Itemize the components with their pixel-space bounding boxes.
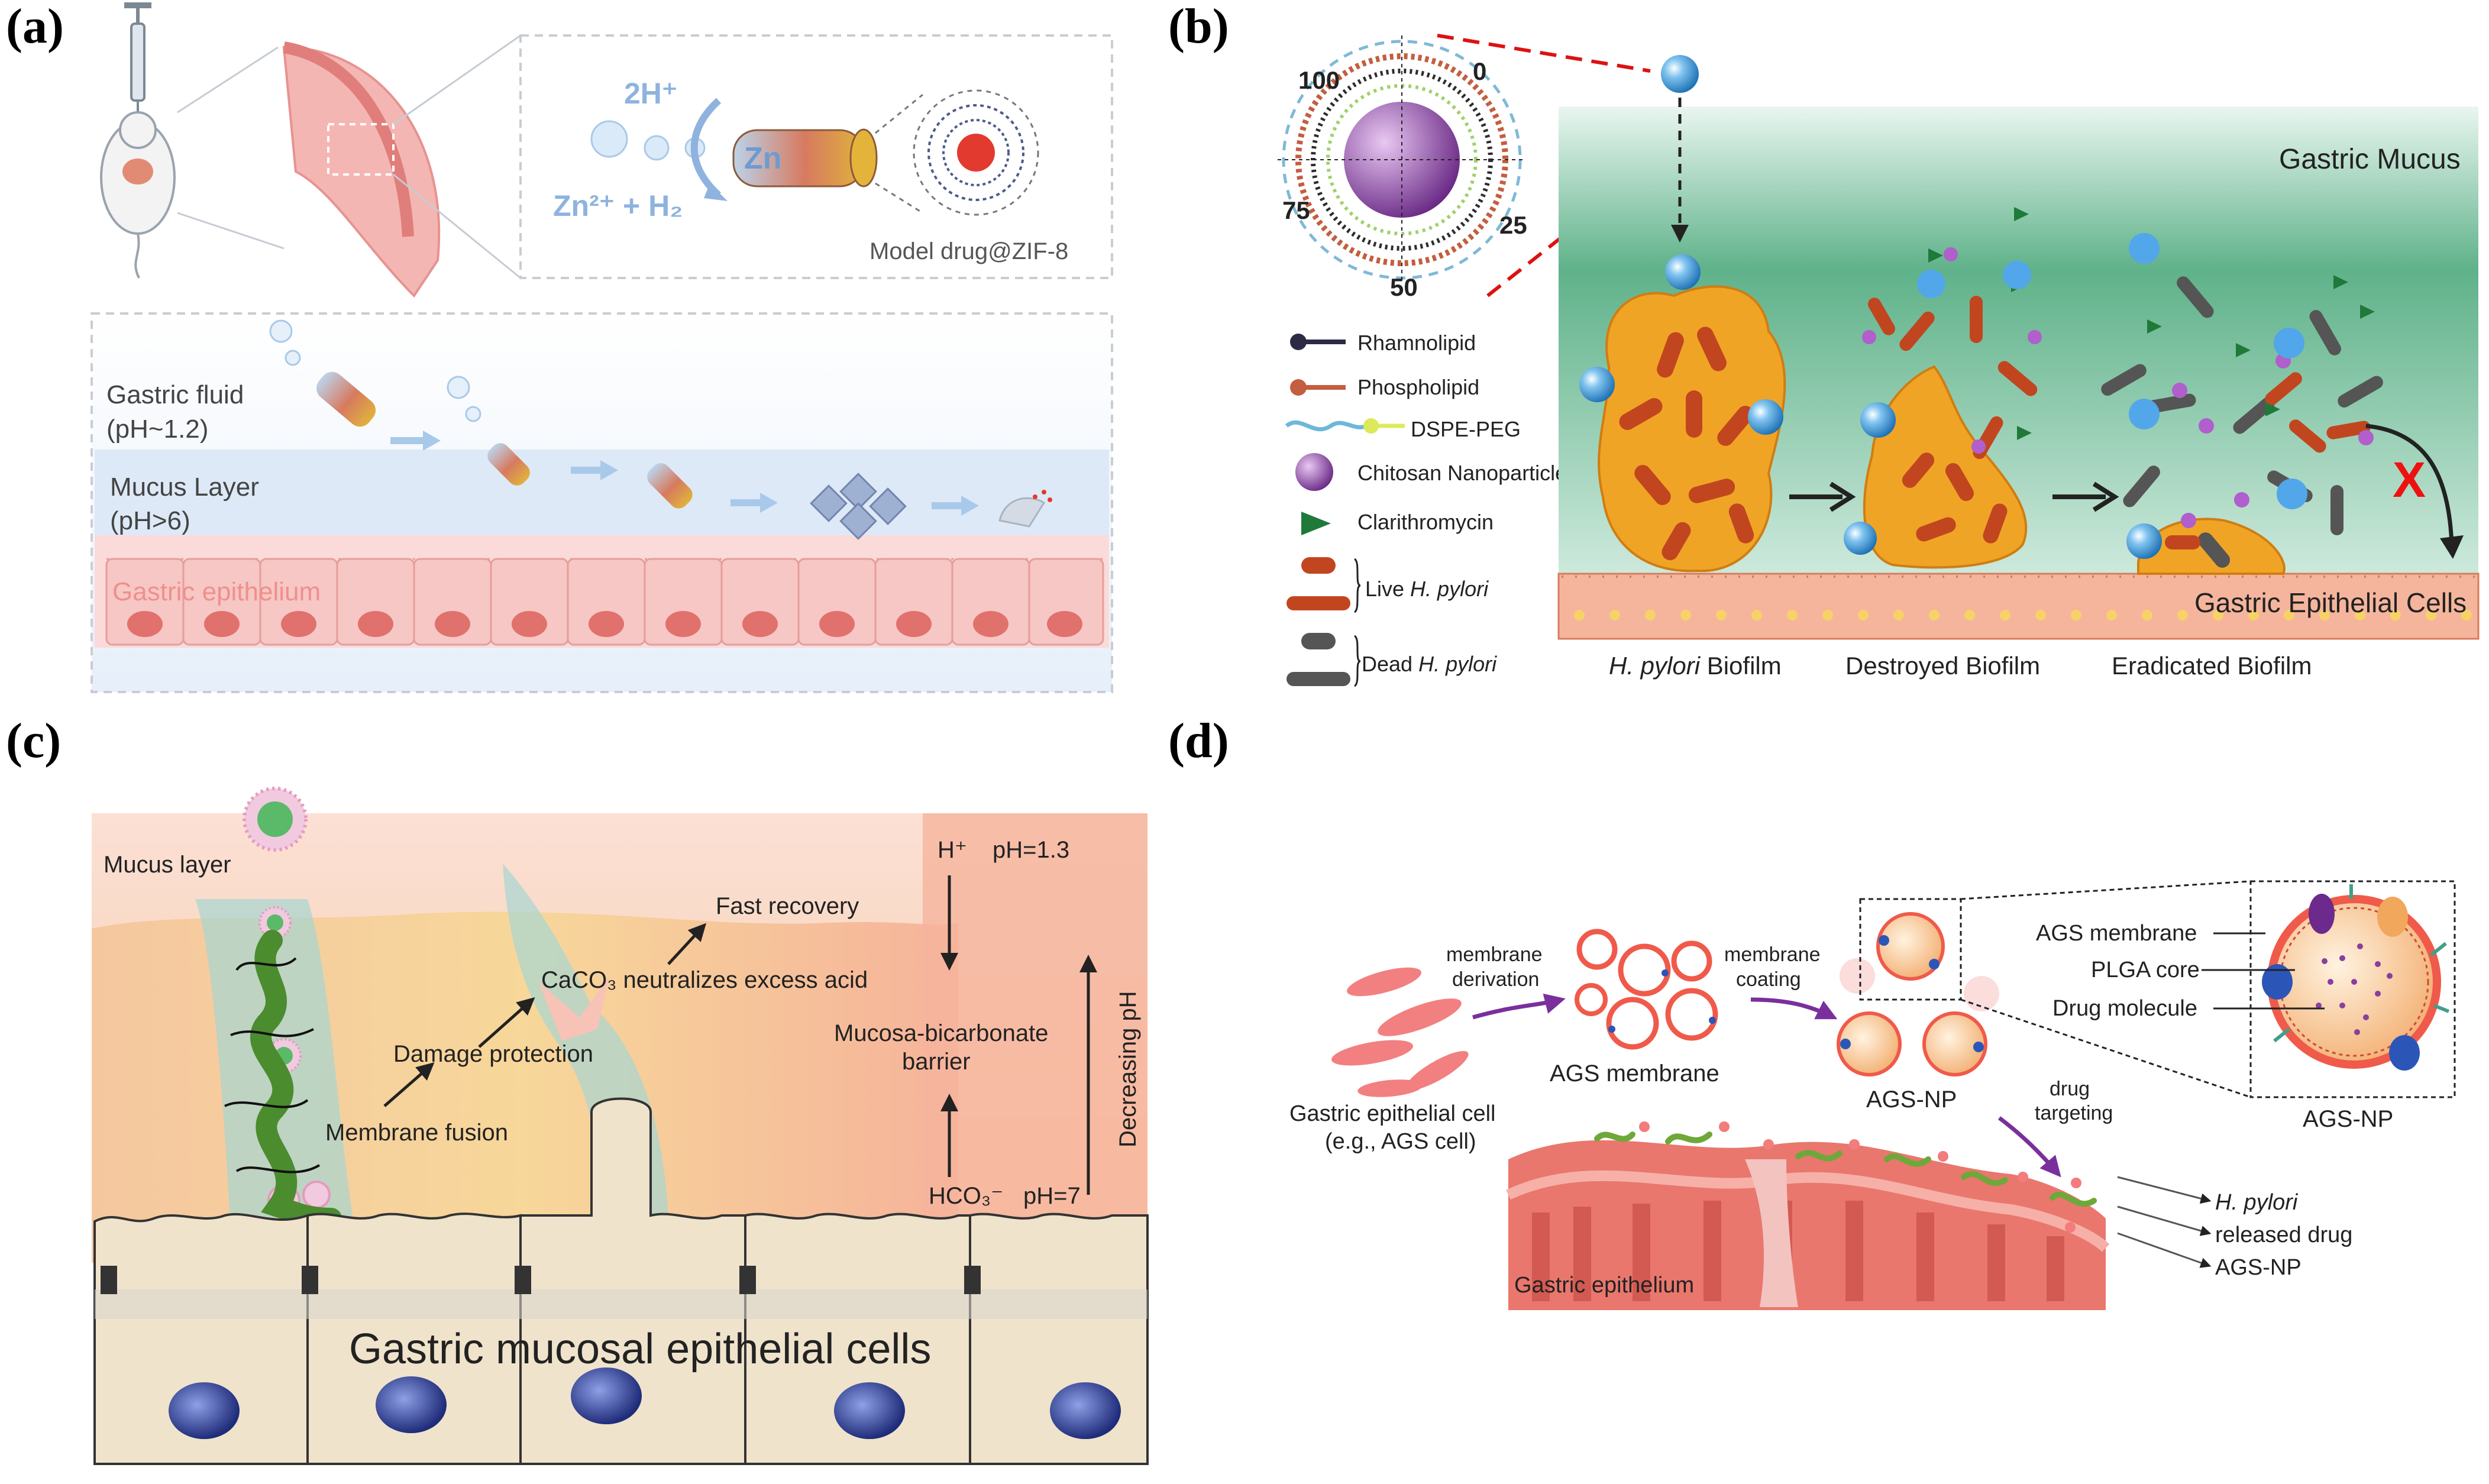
- mouse-syringe-illustration: [100, 2, 285, 279]
- ph-low-label: pH=1.3: [993, 837, 1069, 863]
- membrane-derivation-1: membrane: [1446, 943, 1543, 966]
- mucus-scene-b: Gastric Mucus Gastric Epithelial Cells: [1557, 55, 2480, 640]
- reaction-box: 2H⁺ Zn²⁺ + H₂ Zn Model drug@ZIF-8: [519, 34, 1113, 279]
- membrane-derivation-2: derivation: [1452, 968, 1539, 991]
- eradicated-biofilm-label: Eradicated Biofilm: [2112, 652, 2312, 680]
- inset-drug-label: Drug molecule: [2052, 996, 2197, 1021]
- panel-d-label: (d): [1168, 713, 1229, 768]
- decreasing-ph-label: Decreasing pH: [1115, 991, 1141, 1147]
- gastric-mucus-label: Gastric Mucus: [2279, 144, 2461, 175]
- panel-a-label: (a): [6, 0, 64, 54]
- nanoparticle-dial: 100 0 75 25 50: [1278, 35, 1527, 301]
- biofilm-3: X: [2101, 233, 2464, 575]
- h-pylori-label-d: H. pylori: [2215, 1190, 2299, 1215]
- reaction-reactant: 2H⁺: [624, 77, 677, 110]
- dial-0: 0: [1473, 57, 1486, 85]
- panel-a: (a) 2H⁺ Zn²⁺: [6, 0, 1113, 693]
- dial-25: 25: [1499, 211, 1527, 239]
- damage-protection-label: Damage protection: [393, 1041, 593, 1067]
- stomach-section: [282, 34, 521, 298]
- mucus-layer-label: Mucus Layer: [110, 473, 259, 502]
- zn-tube: Zn: [732, 128, 878, 187]
- mucus-layer-label-c: Mucus layer: [104, 852, 231, 878]
- epithelial-cells-a: [105, 558, 1104, 646]
- dial-100: 100: [1298, 66, 1340, 94]
- ags-np-label-2: AGS-NP: [2215, 1255, 2301, 1280]
- nanoparticle-b: [1661, 55, 1699, 93]
- dial-50: 50: [1390, 273, 1418, 301]
- epithelium-label-d: Gastric epithelium: [1514, 1273, 1694, 1298]
- legend-rhamnolipid: Rhamnolipid: [1357, 331, 1476, 355]
- gastric-fluid-label: Gastric fluid: [106, 380, 244, 409]
- epithelial-nuclei-a: [127, 611, 1082, 637]
- epithelium-label-a: Gastric epithelium: [112, 577, 321, 606]
- gastric-epithelium-d: Gastric epithelium: [1506, 1121, 2110, 1310]
- ags-membrane-vesicles: [1575, 929, 1718, 1050]
- dial-75: 75: [1282, 196, 1310, 224]
- inset-membrane-label: AGS membrane: [2036, 921, 2197, 946]
- x-mark: X: [2393, 452, 2426, 507]
- biofilm-label: H. pylori Biofilm: [1609, 652, 1782, 680]
- epithelial-cells-label-b: Gastric Epithelial Cells: [2194, 587, 2467, 618]
- reaction-product: Zn²⁺ + H₂: [553, 189, 683, 222]
- inset-core-label: PLGA core: [2091, 958, 2200, 982]
- membrane-coating-2: coating: [1736, 968, 1801, 991]
- panel-b: (b) 100 0 75 25 50 Rhamnolipid Phospholi…: [1168, 0, 2480, 687]
- biofilm-1: [1579, 254, 1786, 573]
- destroyed-biofilm-label: Destroyed Biofilm: [1845, 652, 2040, 680]
- gastric-fluid-ph: (pH~1.2): [106, 415, 208, 444]
- ags-membrane-label: AGS membrane: [1550, 1061, 1719, 1087]
- panel-b-label: (b): [1168, 0, 1229, 54]
- ags-np-label: AGS-NP: [1866, 1087, 1957, 1113]
- legend-live: Live H. pylori: [1365, 577, 1489, 601]
- legend-phospholipid: Phospholipid: [1357, 375, 1479, 399]
- panel-d: (d) Gastric epithelial cell (e.g., AGS c…: [1168, 713, 2456, 1310]
- barrier-label-1: Mucosa-bicarbonate: [834, 1020, 1048, 1046]
- ags-np-inset: [2262, 884, 2450, 1071]
- mucus-layer-ph: (pH>6): [110, 506, 190, 535]
- panel-c: (c): [6, 713, 1149, 1465]
- legend-b: Rhamnolipid Phospholipid DSPE-PEG Chitos…: [1285, 331, 1567, 687]
- legend-dspe-peg: DSPE-PEG: [1411, 417, 1521, 441]
- cells-label-c: Gastric mucosal epithelial cells: [349, 1325, 931, 1373]
- drug-targeting-1: drug: [2050, 1078, 2090, 1100]
- zn-label: Zn: [744, 141, 782, 176]
- delivery-scheme: Gastric fluid (pH~1.2) Mucus Layer (pH>6…: [90, 312, 1113, 693]
- barrier-label-2: barrier: [902, 1049, 971, 1075]
- hco3-label: HCO₃⁻: [929, 1183, 1003, 1209]
- ags-cells: [1331, 967, 1469, 1097]
- ags-np-particles: [1837, 912, 1987, 1076]
- panel-c-label: (c): [6, 713, 61, 768]
- membrane-coating-1: membrane: [1724, 943, 1821, 966]
- gastric-cell-label: Gastric epithelial cell: [1289, 1101, 1495, 1126]
- zif8-framework: [913, 89, 1039, 216]
- drug-label: Model drug@ZIF-8: [869, 238, 1068, 264]
- caco3-label: CaCO₃ neutralizes excess acid: [541, 967, 868, 993]
- ph-high-label: pH=7: [1023, 1183, 1081, 1209]
- ags-cell-label: (e.g., AGS cell): [1325, 1129, 1476, 1154]
- epithelial-cells-c: Gastric mucosal epithelial cells: [93, 1097, 1149, 1465]
- legend-clarithromycin: Clarithromycin: [1357, 510, 1494, 534]
- membrane-fusion-label: Membrane fusion: [325, 1120, 508, 1146]
- drug-targeting-2: targeting: [2035, 1102, 2113, 1124]
- legend-chitosan: Chitosan Nanoparticle: [1357, 461, 1567, 485]
- legend-dead: Dead H. pylori: [1362, 652, 1497, 676]
- fast-recovery-label: Fast recovery: [716, 893, 859, 919]
- inset-caption: AGS-NP: [2303, 1106, 2393, 1132]
- biofilm-2: [1844, 207, 2042, 569]
- released-drug-label: released drug: [2215, 1223, 2352, 1247]
- h-plus-label: H⁺: [938, 837, 967, 863]
